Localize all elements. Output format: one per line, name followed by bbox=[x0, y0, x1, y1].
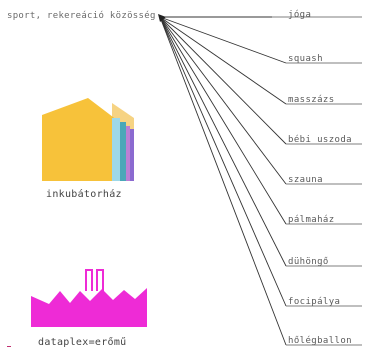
connector-line bbox=[159, 16, 287, 105]
item-label: bébi uszoda bbox=[288, 135, 353, 145]
hub-title: sport, rekereáció közösség bbox=[7, 11, 156, 21]
connector-line bbox=[159, 16, 287, 267]
item-label: squash bbox=[288, 54, 323, 64]
edge-mark bbox=[7, 346, 11, 347]
factory-caption: dataplex=erőmű bbox=[38, 337, 127, 348]
item-label: jóga bbox=[288, 10, 312, 20]
connector-line bbox=[159, 16, 287, 307]
item-label: masszázs bbox=[288, 95, 335, 105]
item-label: focipálya bbox=[288, 297, 341, 307]
item-label: dühöngő bbox=[288, 257, 329, 267]
item-label: pálmaház bbox=[288, 215, 335, 225]
item-label: hőlégballon bbox=[288, 336, 353, 346]
item-label: szauna bbox=[288, 175, 323, 185]
connector-line bbox=[159, 16, 287, 64]
house-caption: inkubátorház bbox=[46, 189, 122, 200]
connector-line bbox=[159, 16, 287, 185]
connector-line bbox=[159, 16, 287, 145]
hub-node bbox=[158, 14, 166, 22]
connector-line bbox=[159, 16, 287, 346]
connector-line bbox=[159, 16, 287, 225]
